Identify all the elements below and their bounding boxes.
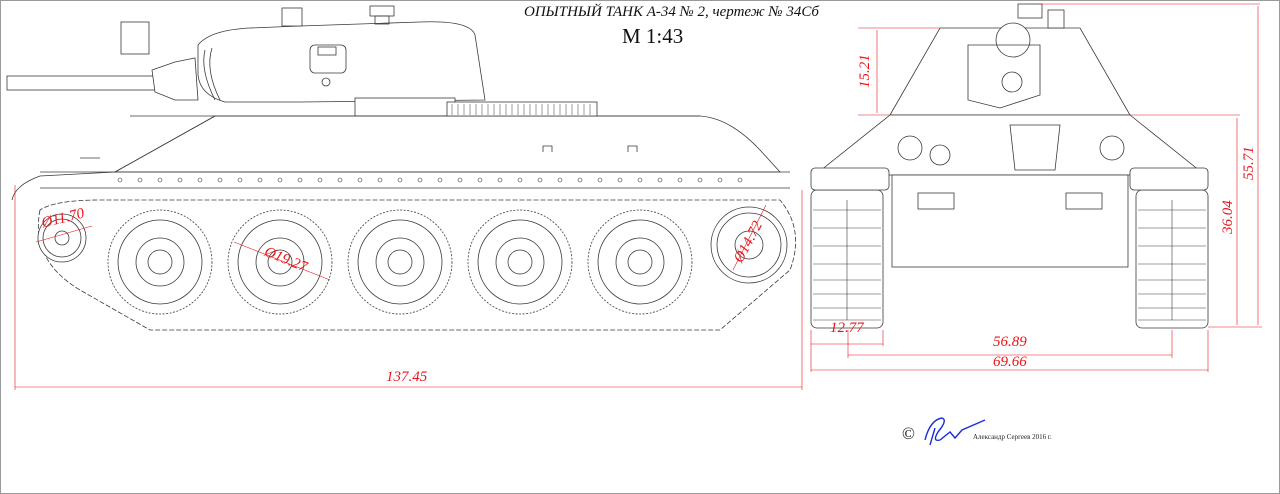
dim-track-centers: 56.89 xyxy=(993,334,1027,350)
dim-hull-height: 36.04 xyxy=(1220,200,1236,234)
dim-turret-height: 15.21 xyxy=(857,54,873,88)
road-wheels xyxy=(107,209,693,315)
dimension-lines xyxy=(14,3,1262,390)
author-credit: Александр Сергеев 2016 г. xyxy=(973,433,1052,441)
copyright-icon: © xyxy=(902,424,915,443)
dim-overall-height: 55.71 xyxy=(1241,146,1257,180)
drawing-title: ОПЫТНЫЙ ТАНК А-34 № 2, чертеж № 34Сб xyxy=(524,4,819,20)
signature-icon xyxy=(924,417,986,446)
drawing-scale: М 1:43 xyxy=(622,24,684,48)
front-view xyxy=(810,3,1209,329)
dim-track-width: 12.77 xyxy=(830,320,864,336)
side-view xyxy=(6,5,796,331)
dim-overall-width: 69.66 xyxy=(993,354,1027,370)
dim-overall-length: 137.45 xyxy=(386,369,428,385)
